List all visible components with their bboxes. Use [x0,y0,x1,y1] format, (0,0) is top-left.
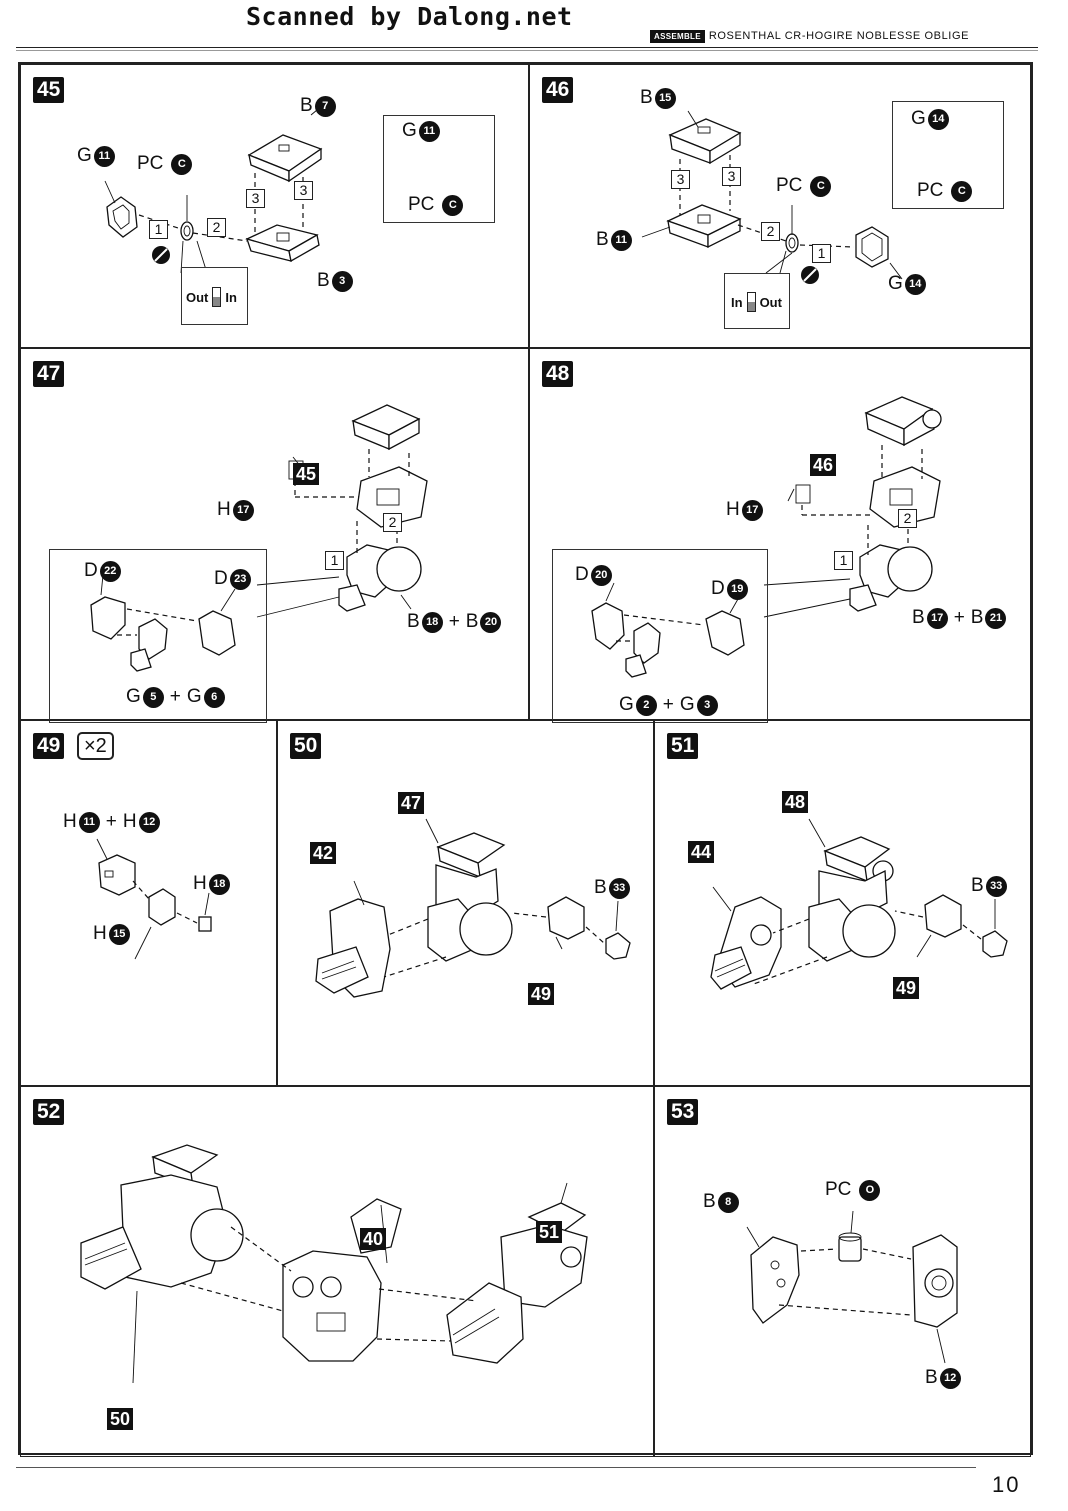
header-rule-2 [16,50,1038,51]
step-50-drawing [315,818,631,998]
seq-1: 1 [325,551,344,570]
step-48-drawing [591,396,942,678]
step-48-panel: 48 [529,348,1031,723]
seq-3b: 3 [294,181,313,200]
seq-2: 2 [383,513,402,532]
footer-rule [16,1467,976,1468]
assemble-tag: ASSEMBLE [650,29,705,43]
step-52-panel: 52 40 5 [20,1086,654,1457]
seq-2: 2 [898,509,917,528]
page-header: ASSEMBLE ROSENTHAL CR-HOGIRE NOBLESSE OB… [650,29,969,43]
ref-step-47: 47 [398,792,425,814]
step-52-drawing [80,1144,588,1384]
ref-step-46: 46 [810,454,837,476]
scan-credit: Scanned by Dalong.net [246,2,573,31]
step-46-panel: 46 [529,64,1031,348]
ref-step-40: 40 [360,1228,387,1250]
step-47-drawing [90,404,428,672]
ref-step-45: 45 [293,463,320,485]
seq-2: 2 [207,218,226,237]
step-number: 51 [667,733,699,759]
step-number: 49 [33,733,65,759]
ref-step-48: 48 [782,791,809,813]
page-number: 10 [992,1472,1021,1497]
seq-3a: 3 [246,189,265,208]
step-47-panel: 47 [20,348,529,723]
seq-3a: 3 [671,170,690,189]
step-45-panel: 45 [20,64,529,348]
header-rule [16,47,1038,48]
seq-2: 2 [761,222,780,241]
ref-step-50: 50 [107,1408,134,1430]
ref-step-49: 49 [528,983,555,1005]
ref-step-51: 51 [536,1221,563,1243]
step-53-drawing [746,1210,958,1364]
step-49-drawing [96,838,212,960]
ref-step-44: 44 [688,841,715,863]
step-number: 53 [667,1099,699,1125]
seq-3b: 3 [722,167,741,186]
ref-step-42: 42 [310,842,337,864]
step-number: 48 [542,361,574,387]
step-number: 52 [33,1099,65,1125]
step-number: 45 [33,77,65,103]
header-title: ROSENTHAL CR-HOGIRE NOBLESSE OBLIGE [708,30,970,42]
step-number: 47 [33,361,65,387]
seq-1: 1 [812,244,831,263]
step-51-drawing [710,818,1008,990]
ref-step-49: 49 [893,977,920,999]
step-number: 50 [290,733,322,759]
seq-1: 1 [149,220,168,239]
instruction-frame: 45 [18,62,1033,1457]
multiplier-badge: ×2 [77,732,114,760]
step-number: 46 [542,77,574,103]
seq-1: 1 [834,551,853,570]
